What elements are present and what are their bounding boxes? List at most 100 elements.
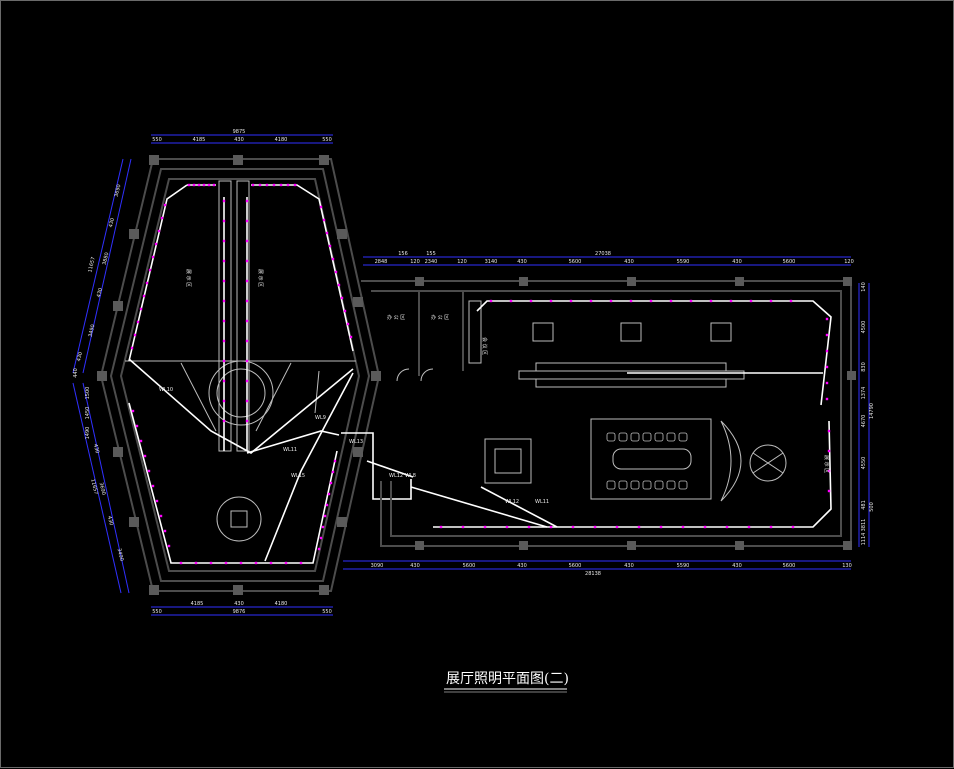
dimension-value: 430: [624, 259, 634, 265]
light-fixture-icon: [689, 299, 693, 303]
light-fixture-icon: [245, 359, 249, 363]
light-fixture-icon: [179, 561, 183, 565]
dimension-total: 11657: [89, 478, 98, 495]
light-fixture-icon: [151, 255, 155, 259]
dimension-value: 1490: [85, 427, 91, 440]
dimension-value: 3490: [116, 548, 125, 562]
circuit-label: WL13: [349, 439, 363, 445]
chair-icon: [606, 480, 616, 490]
light-fixture-icon: [343, 309, 347, 313]
light-fixture-icon: [160, 216, 164, 220]
dimension-value: 130: [842, 563, 852, 569]
dimension-total: 14790: [869, 403, 875, 419]
dimension-value: 156: [398, 251, 408, 257]
light-fixture-icon: [222, 199, 226, 203]
light-fixture-icon: [729, 299, 733, 303]
dimension-value: 430: [234, 601, 244, 607]
light-fixture-icon: [615, 525, 619, 529]
light-fixture-icon: [629, 299, 633, 303]
dimension-value: 550: [152, 137, 162, 143]
light-fixture-icon: [637, 525, 641, 529]
light-fixture-icon: [222, 279, 226, 283]
light-fixture-icon: [148, 268, 152, 272]
light-fixture-icon: [527, 525, 531, 529]
light-fixture-icon: [327, 492, 331, 496]
dimension-value: 830: [861, 362, 867, 372]
dimension-value: 3490: [88, 324, 97, 338]
light-fixture-icon: [769, 525, 773, 529]
light-fixture-icon: [349, 335, 353, 339]
light-fixture-icon: [825, 317, 829, 321]
light-fixture-icon: [154, 242, 158, 246]
light-fixture-icon: [569, 299, 573, 303]
dimension-value: 2340: [425, 259, 438, 265]
hex-fixtures: [130, 183, 353, 565]
light-fixture-icon: [192, 183, 196, 187]
light-fixture-icon: [272, 183, 276, 187]
dimension-value: 550: [152, 609, 162, 615]
dimension-value: 430: [732, 563, 742, 569]
light-fixture-icon: [827, 449, 831, 453]
light-fixture-icon: [337, 283, 341, 287]
light-fixture-icon: [825, 365, 829, 369]
chair-icon: [666, 432, 676, 442]
dimension-value: 3880: [102, 252, 111, 266]
light-fixture-icon: [207, 183, 211, 187]
light-fixture-icon: [147, 469, 151, 473]
chair-icon: [618, 432, 628, 442]
light-fixture-icon: [827, 429, 831, 433]
dimension-value: 481: [861, 500, 867, 510]
light-fixture-icon: [827, 469, 831, 473]
dimension-value: 430: [410, 563, 420, 569]
dimension-value: 4180: [275, 137, 288, 143]
dimension-value: 430: [76, 351, 84, 362]
light-fixture-icon: [145, 281, 149, 285]
light-fixture-icon: [825, 381, 829, 385]
light-fixture-icon: [245, 259, 249, 263]
dimension-value: 1450: [85, 407, 91, 420]
dimension-value: 3690: [98, 482, 107, 496]
dimension-value: 4185: [191, 601, 204, 607]
light-fixture-icon: [222, 219, 226, 223]
dimension-value: 3811: [861, 519, 867, 532]
chair-icon: [666, 480, 676, 490]
light-fixture-icon: [589, 299, 593, 303]
dimension-value: 5600: [569, 563, 582, 569]
light-fixture-icon: [245, 299, 249, 303]
dimension-value: 5590: [677, 563, 690, 569]
light-fixture-icon: [222, 259, 226, 263]
light-fixture-icon: [269, 561, 273, 565]
chairs: [606, 432, 688, 490]
chair-icon: [654, 480, 664, 490]
dimension-value: 5600: [569, 259, 582, 265]
dimension-lines: [72, 134, 870, 616]
light-fixture-icon: [549, 299, 553, 303]
dimension-value: 4180: [275, 601, 288, 607]
room-label: 办 公 区: [431, 314, 449, 321]
light-fixture-icon: [331, 470, 335, 474]
light-fixture-icon: [224, 561, 228, 565]
light-fixture-icon: [130, 346, 134, 350]
circuit-label: WL12: [505, 499, 519, 505]
light-fixture-icon: [747, 525, 751, 529]
light-fixture-icon: [703, 525, 707, 529]
dimension-value: 1114: [861, 533, 867, 546]
dimension-value: 4550: [861, 457, 867, 470]
dimension-value: 430: [106, 515, 114, 526]
chair-icon: [678, 480, 688, 490]
dimension-value: 1374: [861, 387, 867, 400]
light-fixture-icon: [239, 561, 243, 565]
dimension-value: 5600: [463, 563, 476, 569]
light-fixture-icon: [222, 419, 226, 423]
dimension-value: 2848: [375, 259, 388, 265]
light-fixture-icon: [609, 299, 613, 303]
light-fixture-icon: [245, 239, 249, 243]
dimension-value: 140: [861, 282, 867, 292]
light-fixture-icon: [245, 279, 249, 283]
light-fixture-icon: [329, 481, 333, 485]
dimension-total: 27038: [595, 251, 611, 257]
light-fixture-icon: [789, 299, 793, 303]
light-fixture-icon: [251, 183, 255, 187]
dimension-value: 4500: [861, 321, 867, 334]
